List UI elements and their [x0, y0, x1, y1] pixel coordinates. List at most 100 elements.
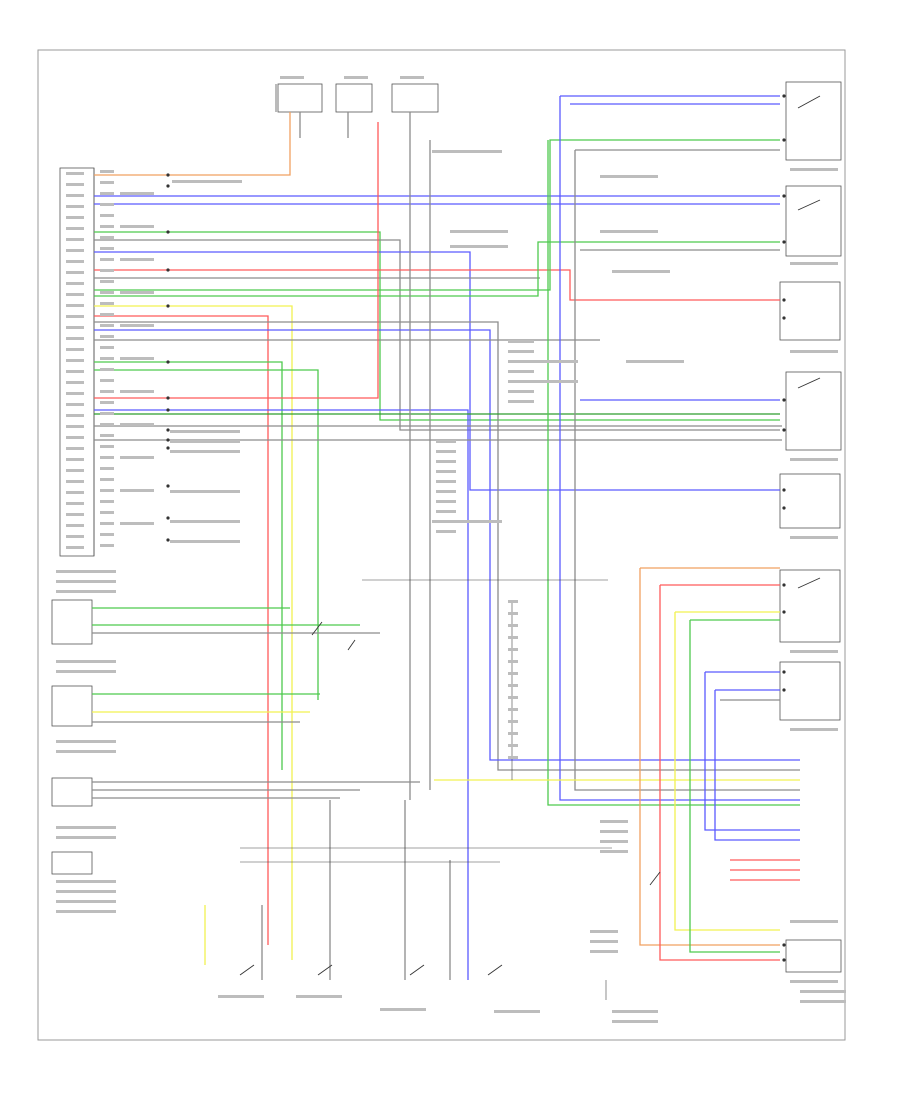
annotation-mark: [66, 216, 84, 219]
annotation-mark: [120, 456, 154, 459]
annotation-mark: [508, 708, 518, 711]
annotation-mark: [56, 900, 116, 903]
annotation-mark: [100, 390, 114, 393]
annotation-mark: [508, 380, 534, 383]
wire-blue: [94, 329, 800, 761]
annotation-mark: [100, 544, 114, 547]
annotation-mark: [56, 750, 116, 753]
annotation-mark: [280, 76, 304, 79]
terminal-dot: [782, 428, 786, 432]
top-components: [275, 83, 439, 113]
annotation-mark: [790, 262, 838, 265]
annotation-mark: [120, 324, 154, 327]
terminal-dot: [782, 670, 786, 674]
annotation-mark: [100, 335, 114, 338]
annotation-mark: [590, 940, 618, 943]
wire-red: [94, 122, 379, 399]
annotation-mark: [66, 271, 84, 274]
terminal-dot: [782, 488, 786, 492]
annotation-mark: [170, 430, 240, 433]
annotation-mark: [120, 423, 154, 426]
terminal-dot: [166, 396, 170, 400]
annotation-mark: [100, 302, 114, 305]
annotation-mark: [56, 740, 116, 743]
annotation-mark: [508, 684, 518, 687]
annotation-mark: [66, 304, 84, 307]
terminal-dot: [782, 583, 786, 587]
annotation-mark: [100, 214, 114, 217]
annotation-mark: [100, 379, 114, 382]
annotation-mark: [66, 381, 84, 384]
annotation-mark: [120, 225, 154, 228]
annotation-mark: [100, 236, 114, 239]
annotation-mark: [790, 650, 838, 653]
annotation-mark: [66, 359, 84, 362]
annotation-mark: [436, 480, 456, 483]
annotation-mark: [172, 180, 242, 183]
annotation-mark: [66, 315, 84, 318]
annotation-mark: [66, 392, 84, 395]
annotation-mark: [508, 360, 534, 363]
annotation-mark: [100, 269, 114, 272]
annotation-mark: [508, 600, 518, 603]
annotation-mark: [66, 480, 84, 483]
annotation-mark: [218, 995, 264, 998]
annotation-mark: [432, 150, 502, 153]
annotation-mark: [66, 348, 84, 351]
annotation-mark: [100, 225, 114, 228]
annotation-mark: [100, 467, 114, 470]
annotation-mark: [600, 840, 628, 843]
annotation-mark: [66, 249, 84, 252]
wire-yellow: [94, 305, 293, 960]
terminal-dot: [166, 446, 170, 450]
switch-contact: [239, 964, 255, 976]
terminal-dot: [166, 230, 170, 234]
terminal-dot: [782, 943, 786, 947]
wire-green: [94, 369, 319, 700]
annotation-mark: [66, 524, 84, 527]
annotation-mark: [120, 258, 154, 261]
annotation-mark: [120, 390, 154, 393]
terminal-dot: [782, 94, 786, 98]
annotation-mark: [508, 400, 534, 403]
switch-contact: [797, 577, 821, 589]
wire-green: [689, 620, 780, 953]
annotation-mark: [66, 403, 84, 406]
annotation-mark: [170, 450, 240, 453]
annotation-mark: [508, 612, 518, 615]
annotation-mark: [66, 172, 84, 175]
annotation-mark: [100, 203, 114, 206]
annotation-mark: [436, 530, 456, 533]
annotation-mark: [508, 636, 518, 639]
annotation-mark: [612, 1010, 658, 1013]
annotation-mark: [66, 194, 84, 197]
annotation-mark: [790, 458, 838, 461]
wire-green: [94, 139, 780, 291]
annotation-mark: [66, 447, 84, 450]
annotation-mark: [66, 425, 84, 428]
annotation-mark: [508, 648, 518, 651]
annotation-mark: [66, 535, 84, 538]
annotation-mark: [508, 732, 518, 735]
annotation-mark: [66, 326, 84, 329]
annotation-mark: [66, 513, 84, 516]
annotation-mark: [100, 500, 114, 503]
annotation-mark: [508, 370, 534, 373]
annotation-mark: [800, 1000, 846, 1003]
annotation-mark: [66, 238, 84, 241]
switch-contact: [797, 377, 821, 389]
terminal-dot: [782, 298, 786, 302]
switch-contact: [649, 871, 661, 886]
switch-contact: [317, 964, 333, 976]
terminal-dot: [166, 538, 170, 542]
annotation-mark: [66, 414, 84, 417]
annotation-mark: [170, 490, 240, 493]
annotation-marks: [56, 76, 846, 1023]
annotation-mark: [790, 536, 838, 539]
annotation-mark: [56, 880, 116, 883]
annotation-mark: [170, 520, 240, 523]
annotation-mark: [56, 570, 116, 573]
wire-gray: [574, 150, 800, 791]
annotation-mark: [508, 720, 518, 723]
wire-blue: [559, 96, 800, 801]
